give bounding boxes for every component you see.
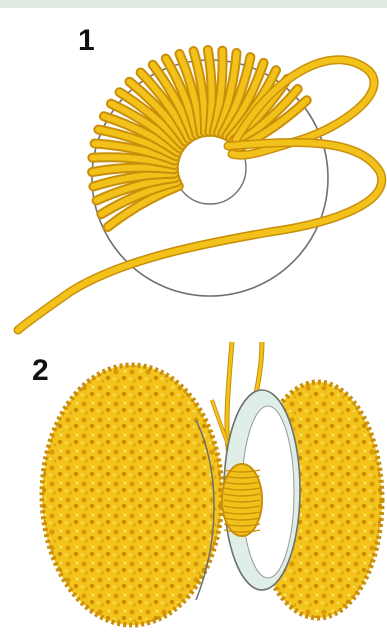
step-2-number: 2 xyxy=(32,356,49,386)
step-2-illustration xyxy=(42,342,382,625)
step-2-tied-center xyxy=(222,464,262,536)
step-1-illustration xyxy=(18,50,382,330)
step-2-left-pompom-half xyxy=(42,365,222,625)
step-1-number: 1 xyxy=(78,26,95,56)
